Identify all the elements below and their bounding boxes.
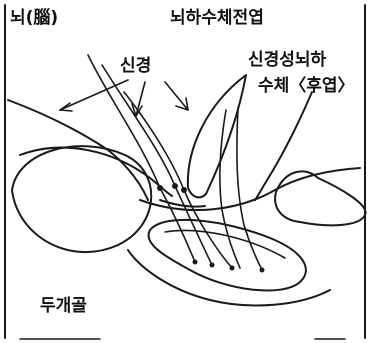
nerve-arrow-left [60,80,128,110]
label-posterior-pituitary-line2: 수체〈후엽〉 [258,76,355,96]
brain-contour-left [8,100,148,200]
nerve-terminal-7 [260,268,265,273]
nerve-arrow-mid [136,82,145,116]
nerve-fiber-2 [102,65,212,265]
optic-chiasm-outline [12,146,151,252]
label-anterior-pituitary: 뇌하수체전엽 [170,8,264,28]
posterior-pituitary-lobe [275,171,365,225]
nerve-terminal-2 [172,183,178,189]
sella-floor [128,250,330,305]
nerve-terminal-6 [230,266,235,271]
label-posterior-pituitary-line1: 신경성뇌하 [248,50,326,70]
nerve-terminal-5 [210,263,215,268]
label-skull: 두개골 [40,296,87,316]
brain-contour-right [255,92,312,200]
label-brain: 뇌(腦) [10,8,58,28]
label-nerve: 신경 [120,56,151,76]
nerve-terminal-4 [193,260,198,265]
nerve-terminal-1 [157,185,163,191]
nerve-terminal-3 [181,187,187,193]
nerve-fiber-3 [124,92,232,268]
